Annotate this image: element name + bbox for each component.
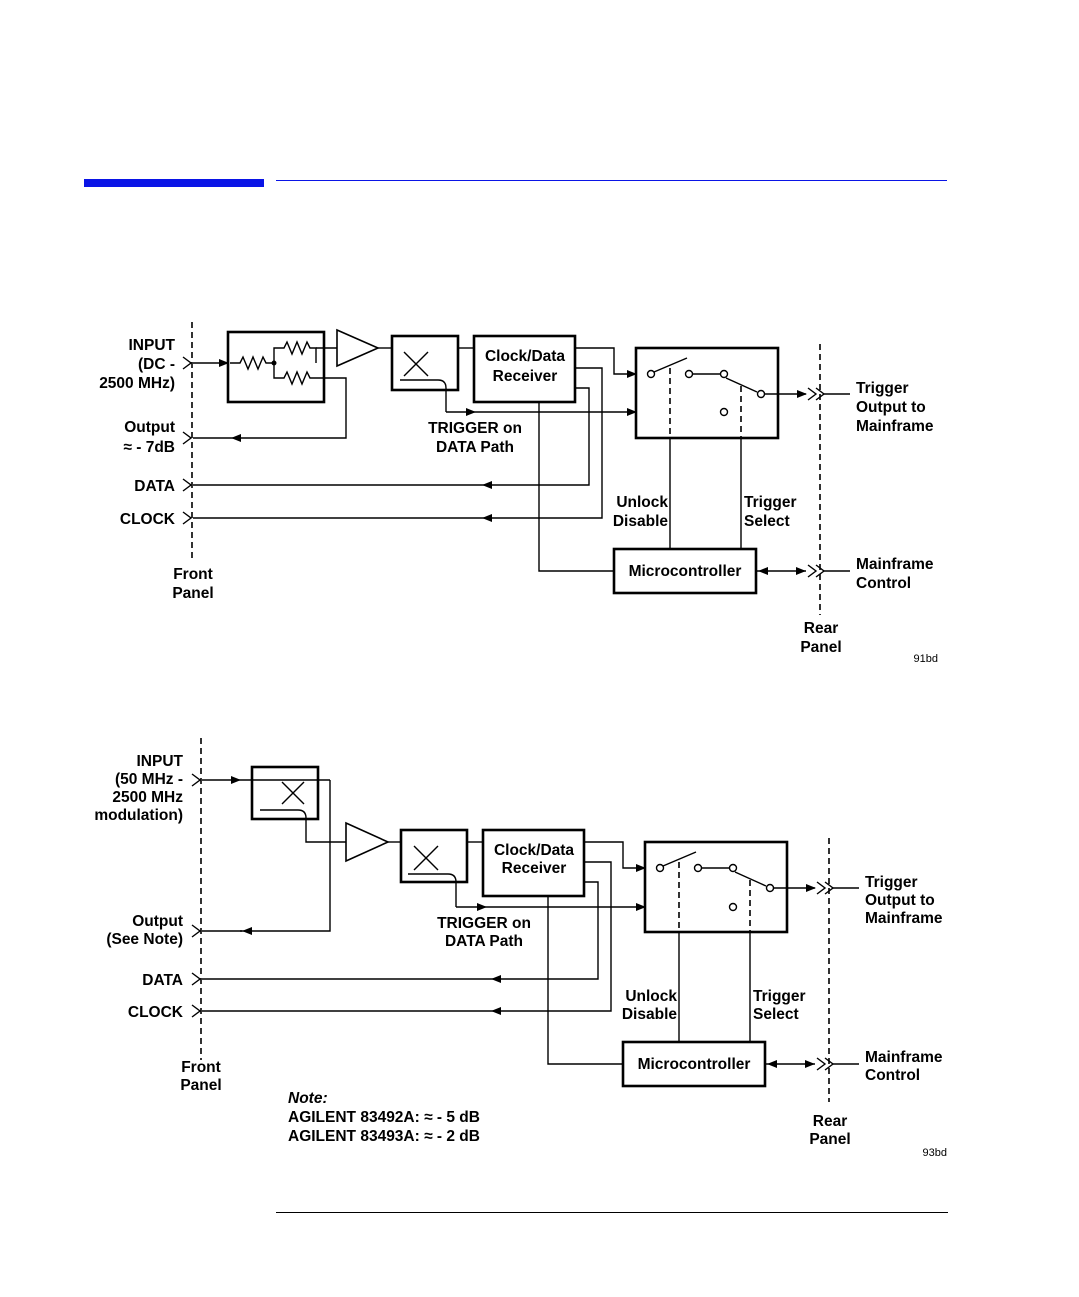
trigger-select-label-line1: Trigger [744,494,797,511]
mainframe-control-label-line1: Mainframe [865,1049,943,1066]
splitter-box [226,330,326,404]
amplifier-icon [345,821,390,863]
trigger-output-connector-icon [807,387,826,401]
rear-panel-label-line2: Panel [800,639,841,656]
trigger-tap-line [400,379,447,412]
mainframe-control-label-line2: Control [856,575,911,592]
output-connector-icon [182,431,193,445]
clock-connector-icon [182,511,193,525]
output-label-line1: Output [132,913,183,930]
input-label-line3: 2500 MHz [112,789,183,806]
mainframe-control-connector-icon [807,564,826,578]
output-label-line2: ≈ - 7dB [123,439,175,456]
rear-panel-label-line1: Rear [813,1113,847,1130]
clock-label: CLOCK [120,511,176,528]
footer-rule [276,1212,948,1213]
data-connector-icon [182,478,193,492]
trigger-output-label-line3: Mainframe [865,910,943,927]
front-panel-label-line1: Front [173,566,213,583]
note-title: Note: [288,1090,328,1107]
input-label-line1: INPUT [129,337,176,354]
trigger-output-label-line2: Output to [865,892,935,909]
note-line-83493a: AGILENT 83493A: ≈ - 2 dB [288,1128,480,1145]
front-panel-label-line2: Panel [180,1077,221,1094]
header-accent-bar [84,179,264,187]
unlock-disable-label-line1: Unlock [616,494,668,511]
mainframe-control-label-line1: Mainframe [856,556,934,573]
input-connector-icon [182,356,193,370]
trigger-path-label-line2: DATA Path [445,933,523,950]
trigger-output-label-line2: Output to [856,399,926,416]
amplifier-icon [336,328,380,368]
trigger-output-label-line1: Trigger [856,380,909,397]
clock-label: CLOCK [128,1004,184,1021]
trigger-select-label-line2: Select [744,513,790,530]
unlock-disable-label-line2: Disable [622,1006,678,1023]
trigger-output-label-line3: Mainframe [856,418,934,435]
unlock-disable-label-line2: Disable [613,513,669,530]
microcontroller-box [612,547,758,595]
figure-id: 91bd [914,653,938,665]
note-line-83492a: AGILENT 83492A: ≈ - 5 dB [288,1109,480,1126]
input-label-line2: (50 MHz - [115,771,183,788]
microcontroller-box [621,1040,767,1088]
cdr-label-line1: Clock/Data [485,348,565,365]
clock-data-receiver-box [481,828,586,898]
output-connector-icon [191,924,202,938]
resistor-icon-upper [273,340,317,363]
output-label-line1: Output [124,419,175,436]
cdr-label-line2: Receiver [502,860,567,877]
resistor-icon [230,355,274,371]
coupler-box [250,765,320,821]
block-diagram-2: INPUT (50 MHz - 2500 MHz modulation) Out… [94,738,947,1159]
data-label: DATA [134,478,175,495]
trigger-path-label-line1: TRIGGER on [437,915,531,932]
data-connector-icon [191,972,202,986]
output-wire [231,377,347,442]
cdr-label-line1: Clock/Data [494,842,574,859]
mainframe-control-label-line2: Control [865,1067,920,1084]
trigger-switch-box [634,346,780,440]
clock-connector-icon [191,1004,202,1018]
trigger-select-label-line1: Trigger [753,988,806,1005]
input-label-line2: (DC - [138,356,175,373]
rear-panel-label-line2: Panel [809,1131,850,1148]
block-diagram-1: INPUT (DC - 2500 MHz) Output ≈ - 7dB TRI… [99,322,938,665]
trigger-output-connector-icon [816,881,835,895]
microcontroller-label: Microcontroller [629,563,742,580]
figure-id: 93bd [923,1147,947,1159]
unlock-disable-label-line1: Unlock [625,988,677,1005]
output-label-line2: (See Note) [106,931,183,948]
mainframe-control-connector-icon [816,1057,835,1071]
cdr-label-line2: Receiver [493,368,558,385]
resistor-icon-lower [273,363,324,386]
clock-data-receiver-box [472,334,577,404]
microcontroller-label: Microcontroller [638,1056,751,1073]
trigger-select-label-line2: Select [753,1006,799,1023]
trigger-switch-box [643,840,789,934]
trigger-output-label-line1: Trigger [865,874,918,891]
crosspoint-box [390,334,460,392]
front-panel-label-line1: Front [181,1059,221,1076]
trigger-path-label-line1: TRIGGER on [428,420,522,437]
input-label-line3: 2500 MHz) [99,375,175,392]
data-label: DATA [142,972,183,989]
input-connector-icon [191,773,202,787]
front-panel-label-line2: Panel [172,585,213,602]
input-label-line1: INPUT [137,753,184,770]
trigger-path-label-line2: DATA Path [436,439,514,456]
header-rule [276,180,947,181]
input-label-line4: modulation) [94,807,183,824]
rear-panel-label-line1: Rear [804,620,838,637]
